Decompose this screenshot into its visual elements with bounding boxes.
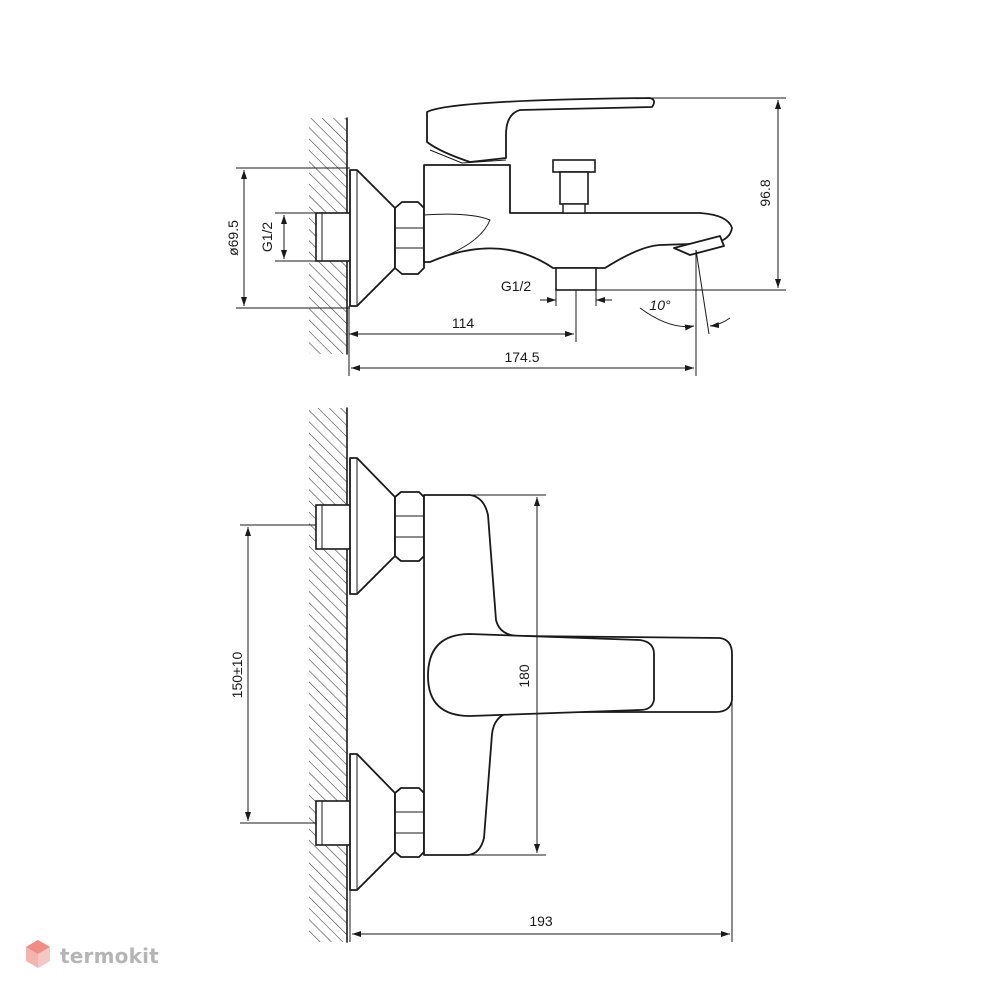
dim-total-projection: 193 [349, 700, 733, 942]
inlet-thread-label: G1/2 [259, 222, 275, 253]
inlet-spacing-label: 150±10 [229, 651, 245, 698]
inlet-pipe-upper [315, 504, 353, 550]
brand-logo: termokit [24, 936, 184, 976]
diverter-knob [552, 159, 596, 173]
flange-diameter-label: ø69.5 [225, 220, 241, 256]
dim-inlet-spacing: 150±10 [229, 524, 316, 824]
lever-handle-top [427, 633, 655, 717]
mixer-body [423, 164, 733, 269]
total-depth-label: 174.5 [504, 349, 539, 365]
dim-body-length: 180 [470, 494, 546, 856]
dim-flange-diameter: ø69.5 [225, 167, 350, 309]
dim-total-depth: 174.5 [348, 250, 697, 376]
hexagon-cube-icon [24, 938, 52, 975]
hex-nut-upper [394, 491, 425, 562]
spout-angle-label: 10° [649, 297, 671, 313]
dim-height: 96.8 [596, 97, 786, 291]
spout-aerator [673, 235, 725, 256]
dim-inlet-thread: G1/2 [259, 212, 316, 262]
brand-name: termokit [60, 944, 159, 968]
hex-nut [394, 201, 425, 275]
inlet-pipe-lower [315, 800, 353, 846]
lever-handle [426, 97, 655, 163]
total-projection-label: 193 [529, 913, 553, 929]
inlet-pipe [315, 212, 353, 262]
hex-nut-lower [394, 787, 425, 858]
outlet-offset-label: 114 [452, 315, 475, 331]
outlet-connector [555, 267, 597, 291]
body-length-label: 180 [516, 664, 532, 688]
outlet-thread-label: G1/2 [501, 278, 532, 294]
wall-hatch-top [309, 408, 347, 942]
dim-outlet-thread: G1/2 [501, 278, 612, 306]
height-label: 96.8 [757, 179, 773, 206]
dim-spout-angle: 10° [639, 249, 731, 335]
top-view: 150±10 180 193 [229, 407, 733, 943]
dim-outlet-offset: 114 [349, 290, 577, 342]
side-view: ø69.5 G1/2 96.8 G1/2 114 [225, 97, 786, 376]
